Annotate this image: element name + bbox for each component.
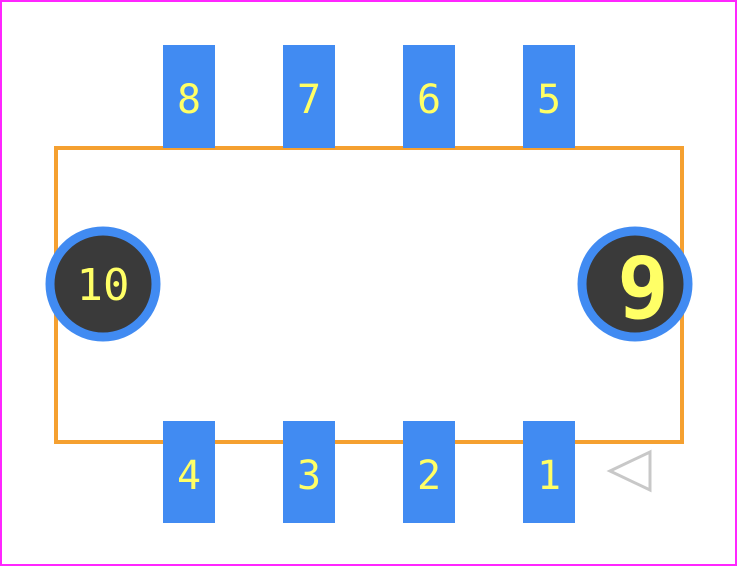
pad-top-3-label: 6	[417, 77, 441, 123]
pad-bottom-2	[283, 421, 335, 523]
triangle-left-icon	[606, 449, 652, 493]
pad-bottom-4-label: 1	[537, 453, 561, 499]
pad-top-3	[403, 45, 455, 148]
pad-top-4-label: 5	[537, 77, 561, 123]
pad-bottom-1	[163, 421, 215, 523]
hole-right-ring	[577, 226, 693, 342]
mounting-hole-left: 10	[45, 226, 161, 342]
pad-top-4	[523, 45, 575, 148]
hole-right-label: 9	[617, 239, 669, 339]
pad-top-2	[283, 45, 335, 148]
pad-bottom-1-label: 4	[177, 453, 201, 499]
hole-left-label: 10	[77, 260, 130, 311]
pad-top-2-label: 7	[297, 77, 321, 123]
pad-bottom-3-label: 2	[417, 453, 441, 499]
pad-top-1-label: 8	[177, 77, 201, 123]
bottom-pad-row: 4 3 2 1	[163, 421, 575, 523]
pad-bottom-4	[523, 421, 575, 523]
mounting-hole-right: 9	[577, 226, 693, 342]
top-pad-row: 8 7 6 5	[163, 45, 575, 148]
pad-bottom-2-label: 3	[297, 453, 321, 499]
pad-bottom-3	[403, 421, 455, 523]
hole-left-ring	[45, 226, 161, 342]
pad-top-1	[163, 45, 215, 148]
